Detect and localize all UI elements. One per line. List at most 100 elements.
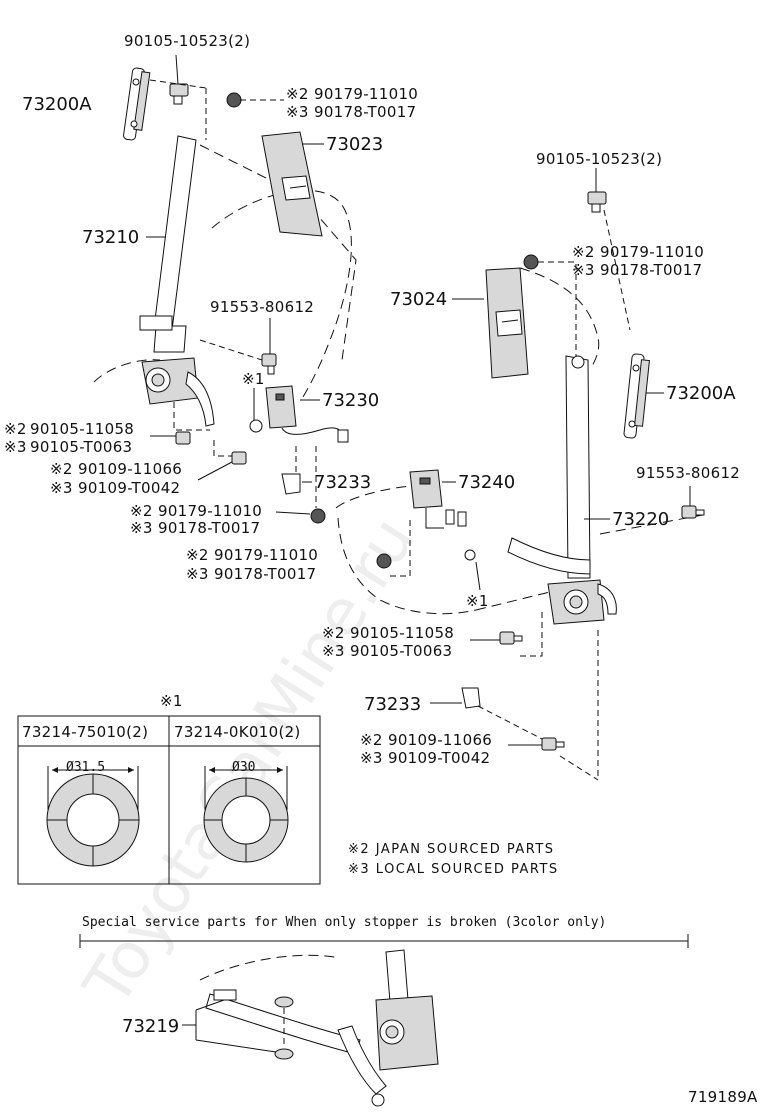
dash-bolt-right-top — [603, 209, 631, 331]
washer-table — [17, 715, 321, 885]
mark-nut-left-low-a: ※2 — [130, 502, 153, 520]
washer-col2-dim: Ø30 — [232, 760, 255, 775]
label-nut-right-top-a: 90179-11010 — [600, 243, 704, 261]
dash-nut-right-top — [538, 261, 577, 360]
washer-table-title: ※1 — [160, 692, 183, 710]
retractor-right-part — [547, 579, 617, 625]
right-seat-outline — [337, 517, 477, 615]
washer-1-part — [46, 766, 140, 867]
label-nut-left-low2-b: 90178-T0017 — [214, 565, 316, 583]
label-bolt-right-low-a: 90105-11058 — [350, 624, 454, 642]
label-bolt-top-left: 90105-10523(2) — [124, 32, 250, 50]
left-seat-outline-lower — [93, 359, 161, 383]
washer-col2-part: 73214-0K010(2) — [174, 723, 301, 741]
label-cover-left: 73023 — [326, 134, 383, 155]
dash-right-bottom — [559, 755, 599, 781]
right-seat-bottom2 — [599, 513, 709, 535]
label-nut-left-top-a: 90179-11010 — [314, 85, 418, 103]
label-nut-left-low2-a: 90179-11010 — [214, 546, 318, 564]
retractor-left-part — [141, 357, 215, 427]
bolt-left-mid-part — [261, 353, 277, 375]
mark-nut-left-top-a: ※2 — [286, 85, 309, 103]
bolt-left-low2-part — [231, 451, 247, 465]
left-seat-guide — [199, 144, 357, 361]
stopper-assembly-part — [195, 949, 439, 1107]
mark-nut-left-low2-a: ※2 — [186, 546, 209, 564]
mark-bolt-left-low-a: ※2 — [4, 420, 27, 438]
mark-bolt-left-low-b: ※3 — [4, 438, 27, 456]
label-cover-right: 73024 — [390, 289, 447, 310]
label-belt-right: 73220 — [612, 509, 669, 530]
cover-left-part — [261, 131, 323, 237]
dash-bolt-left-mid — [199, 339, 263, 361]
dash-nut-left-low2 — [390, 520, 411, 577]
leader-m1-right — [475, 561, 481, 591]
diagram-id: 719189A — [688, 1088, 758, 1106]
washer-col1-part: 73214-75010(2) — [22, 723, 148, 741]
mark-bolt-left-low2-a: ※2 — [50, 460, 73, 478]
special-bracket — [79, 934, 689, 948]
legend-line-2: ※3 LOCAL SOURCED PARTS — [348, 862, 559, 877]
label-bolt-right-low-b: 90105-T0063 — [350, 642, 452, 660]
label-nut-right-top-b: 90178-T0017 — [600, 261, 702, 279]
leader-nut-left-low — [275, 511, 311, 515]
bolt-right-mid-part — [681, 505, 705, 519]
label-buckle-right: 73240 — [458, 472, 515, 493]
mark-nut-right-top-b: ※3 — [572, 261, 595, 279]
leader-bolt-top-left — [175, 54, 179, 85]
cover-right-low-part — [461, 687, 481, 709]
mark-bolt-right-low-a: ※2 — [322, 624, 345, 642]
label-cover-right-low: 73233 — [364, 694, 421, 715]
washer-2-part — [203, 766, 289, 863]
label-bolt-left-low-b: 90105-T0063 — [30, 438, 132, 456]
bolt-left-low-part — [175, 431, 191, 445]
dash-cover-right-low — [477, 705, 545, 741]
cover-right-part — [485, 267, 529, 379]
nut-left-low-part — [310, 508, 326, 524]
label-bolt-right-top: 90105-10523(2) — [536, 150, 662, 168]
label-nut-left-low-b: 90178-T0017 — [158, 519, 260, 537]
bolt-right-low-part — [499, 631, 523, 645]
nut-right-top-part — [523, 254, 539, 270]
anchor-left-part — [123, 67, 151, 141]
buckle-left-part — [249, 385, 349, 443]
bolt-top-left-part — [169, 83, 189, 105]
mark-bolt-right-low2-a: ※2 — [360, 731, 383, 749]
label-bolt-right-mid: 91553-80612 — [636, 464, 740, 482]
legend-line-1: ※2 JAPAN SOURCED PARTS — [348, 842, 555, 857]
buckle-right-part — [409, 469, 476, 561]
label-bolt-left-mid: 91553-80612 — [210, 298, 314, 316]
washer-col1-dim: Ø31.5 — [66, 760, 105, 775]
belt-right-part — [507, 355, 591, 579]
label-stopper: 73219 — [122, 1016, 179, 1037]
leader-bolt-left-low2 — [197, 461, 233, 481]
mark-bolt-right-low2-b: ※3 — [360, 749, 383, 767]
mark-nut-left-low2-b: ※3 — [186, 565, 209, 583]
bolt-right-low2-part — [541, 737, 565, 751]
mark-m1-right: ※1 — [466, 592, 489, 610]
mark-m1-left: ※1 — [242, 370, 265, 388]
label-bolt-right-low2-b: 90109-T0042 — [388, 749, 490, 767]
label-belt-left: 73210 — [82, 227, 139, 248]
label-bolt-left-low2-b: 90109-T0042 — [78, 479, 180, 497]
label-anchor-right: 73200A — [666, 383, 736, 404]
dash-bolt-right-low — [520, 610, 543, 657]
special-service-note: Special service parts for When only stop… — [82, 915, 606, 930]
right-seat-guide — [519, 267, 600, 367]
belt-left-part — [139, 135, 197, 353]
label-anchor-left: 73200A — [22, 94, 92, 115]
bolt-right-top-part — [587, 191, 607, 213]
anchor-right-part — [623, 353, 650, 439]
right-seat-bottom — [475, 591, 551, 611]
mark-nut-left-top-b: ※3 — [286, 103, 309, 121]
label-cover-left-low: 73233 — [314, 472, 371, 493]
nut-top-left-part — [226, 92, 242, 108]
mark-bolt-left-low2-b: ※3 — [50, 479, 73, 497]
label-nut-left-low-a: 90179-11010 — [158, 502, 262, 520]
label-bolt-right-low2-a: 90109-11066 — [388, 731, 492, 749]
right-seat-outline-top — [335, 485, 413, 509]
mark-bolt-right-low-b: ※3 — [322, 642, 345, 660]
nut-left-low2-part — [376, 553, 392, 569]
